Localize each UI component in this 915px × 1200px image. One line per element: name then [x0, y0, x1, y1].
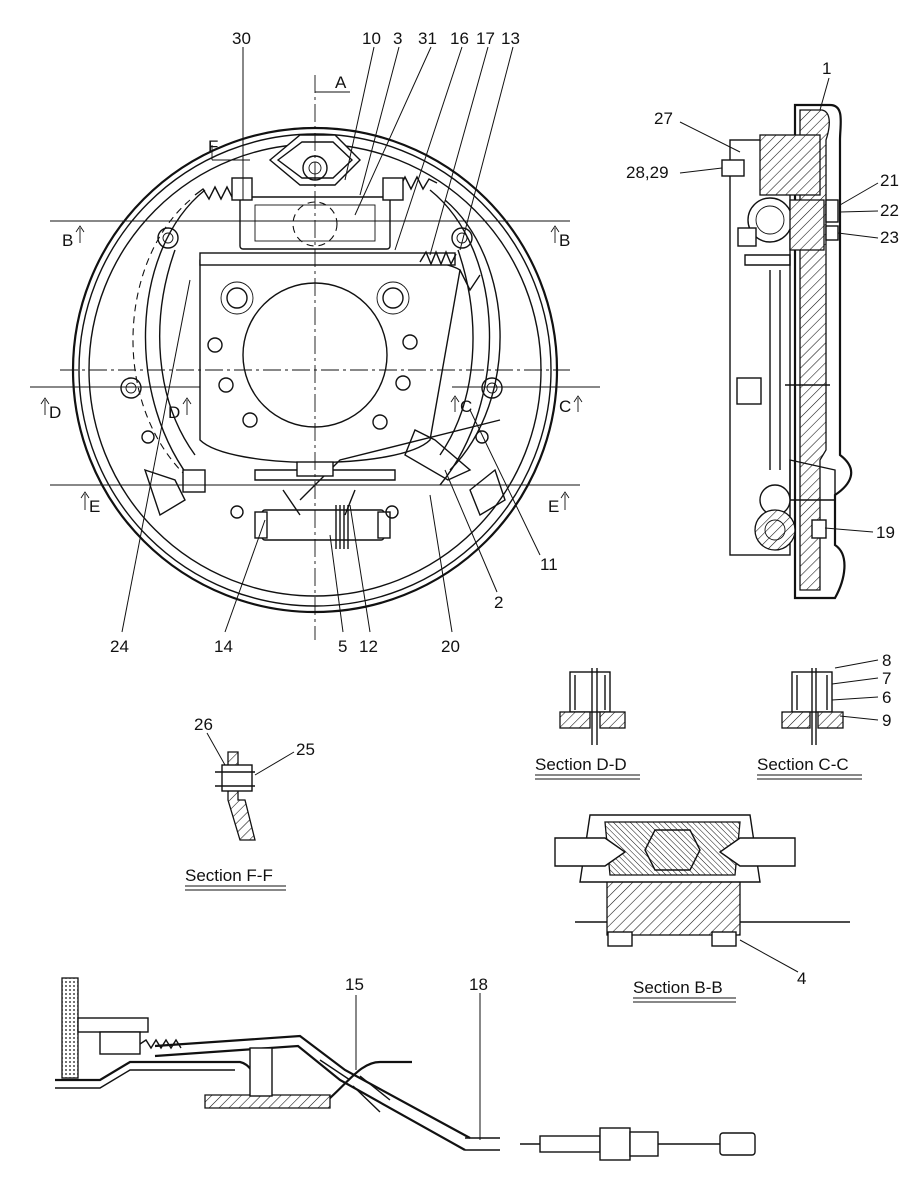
section-mark-f: F — [208, 137, 218, 156]
callout-9: 9 — [882, 711, 891, 730]
callout-4: 4 — [797, 969, 806, 988]
cable-routing-view — [55, 977, 756, 1161]
section-mark-c-right: C — [559, 397, 571, 416]
callout-8: 8 — [882, 651, 891, 670]
callout-19: 19 — [876, 523, 895, 542]
callout-6: 6 — [882, 688, 891, 707]
main-brake-view — [30, 46, 600, 640]
callout-23: 23 — [880, 228, 899, 247]
callout-27: 27 — [654, 109, 673, 128]
section-mark-e-left: E — [89, 497, 100, 516]
callout-28-29: 28,29 — [626, 163, 669, 182]
callout-15: 15 — [345, 975, 364, 994]
section-mark-a: A — [335, 73, 347, 92]
callout-2: 2 — [494, 593, 503, 612]
section-cc-view — [781, 659, 879, 745]
side-section-view — [679, 77, 879, 600]
caption-section-dd: Section D-D — [535, 755, 627, 774]
callout-16: 16 — [450, 29, 469, 48]
section-mark-b-left: B — [62, 231, 73, 250]
callout-3: 3 — [393, 29, 402, 48]
callout-25: 25 — [296, 740, 315, 759]
callout-1: 1 — [822, 59, 831, 78]
section-bb-view — [554, 814, 850, 973]
callout-26: 26 — [194, 715, 213, 734]
section-mark-d-left: D — [49, 403, 61, 422]
section-mark-b-right: B — [559, 231, 570, 250]
callout-30: 30 — [232, 29, 251, 48]
callout-17: 17 — [476, 29, 495, 48]
section-mark-d-right: D — [168, 403, 180, 422]
section-mark-e-right: E — [548, 497, 559, 516]
callout-24: 24 — [110, 637, 129, 656]
callout-5: 5 — [338, 637, 347, 656]
section-dd-view — [559, 668, 626, 745]
callout-7: 7 — [882, 669, 891, 688]
caption-section-ff: Section F-F — [185, 866, 273, 885]
callout-11: 11 — [540, 555, 558, 574]
callout-12: 12 — [359, 637, 378, 656]
caption-section-cc: Section C-C — [757, 755, 849, 774]
callout-13: 13 — [501, 29, 520, 48]
callout-14: 14 — [214, 637, 233, 656]
section-mark-c-left: C — [460, 397, 472, 416]
caption-section-bb: Section B-B — [633, 978, 723, 997]
callout-18: 18 — [469, 975, 488, 994]
callout-22: 22 — [880, 201, 899, 220]
callout-10: 10 — [362, 29, 381, 48]
callout-21: 21 — [880, 171, 899, 190]
callout-20: 20 — [441, 637, 460, 656]
callout-31: 31 — [418, 29, 437, 48]
section-ff-view — [206, 732, 295, 841]
